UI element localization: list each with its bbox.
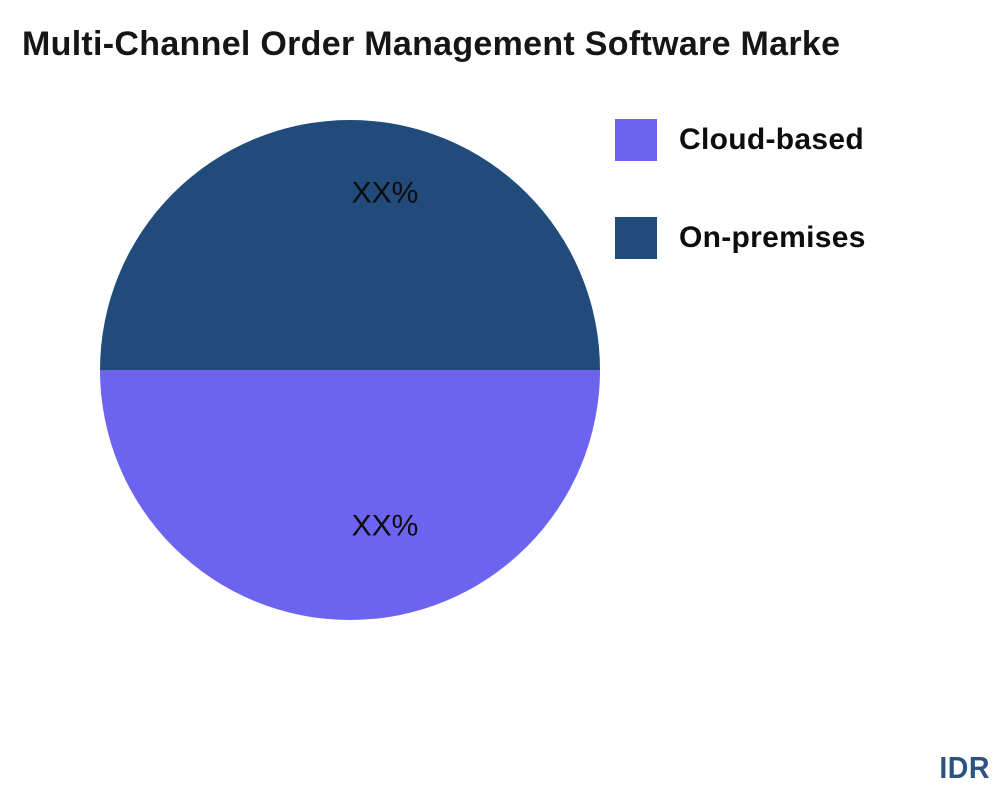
legend-item-cloud-based: Cloud-based [615,119,866,161]
pie-slice-cloud-based [100,370,600,620]
pie-slice-on-premises [100,120,600,370]
legend: Cloud-based On-premises [615,119,866,259]
watermark-idr: IDR [939,750,990,785]
pie-slice-label-cloud-based: XX% [352,510,419,543]
legend-label-cloud-based: Cloud-based [679,123,864,156]
legend-item-on-premises: On-premises [615,217,866,259]
legend-swatch-cloud-based [615,119,657,161]
legend-swatch-on-premises [615,217,657,259]
legend-label-on-premises: On-premises [679,221,866,254]
chart-title: Multi-Channel Order Management Software … [22,26,841,63]
pie-slice-label-on-premises: XX% [352,177,419,210]
